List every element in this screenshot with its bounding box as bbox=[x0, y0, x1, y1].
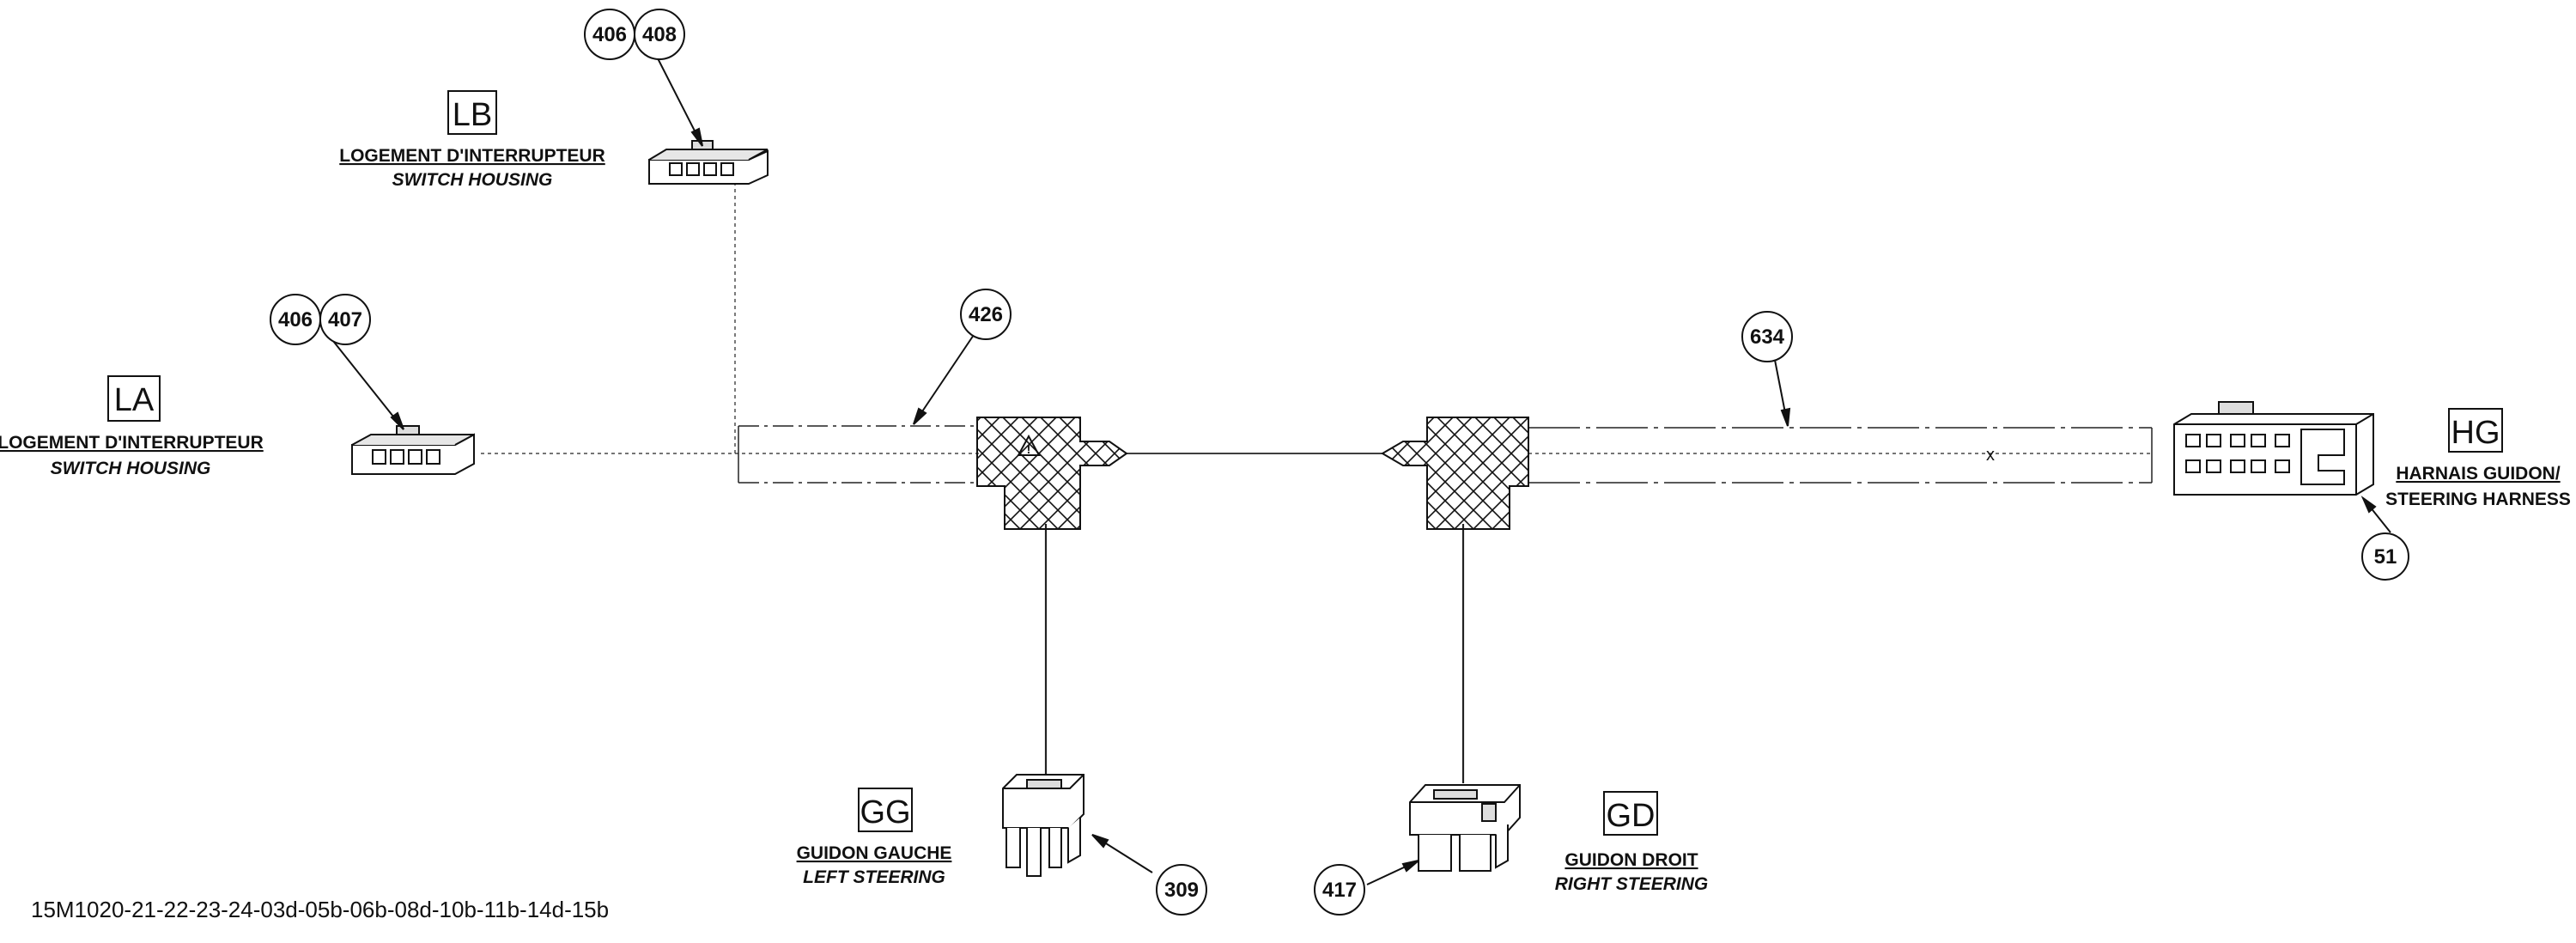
callout-408-circle bbox=[634, 9, 685, 60]
callout-426-circle bbox=[960, 289, 1012, 340]
callout-426: 426 bbox=[969, 303, 1003, 326]
connector-gg-shape bbox=[1002, 774, 1084, 877]
callout-407-circle bbox=[319, 294, 371, 345]
callout-634-circle bbox=[1741, 311, 1793, 362]
code-gg: GG bbox=[860, 794, 910, 830]
label-hg-en: STEERING HARNESS bbox=[2385, 490, 2571, 509]
connector-hg-shape bbox=[2173, 401, 2374, 496]
junction-right bbox=[1381, 417, 1529, 530]
label-gg-fr: GUIDON GAUCHE bbox=[797, 843, 952, 863]
code-gd: GD bbox=[1607, 798, 1656, 834]
leader-lines bbox=[329, 58, 2391, 885]
connector-gd-shape bbox=[1409, 784, 1521, 872]
code-box-gg bbox=[858, 788, 913, 832]
label-gd-en: RIGHT STEERING bbox=[1555, 874, 1709, 894]
callout-309: 309 bbox=[1164, 879, 1199, 902]
drawing-code: 15M1020-21-22-23-24-03d-05b-06b-08d-10b-… bbox=[31, 897, 609, 922]
label-lb-en: SWITCH HOUSING bbox=[392, 170, 553, 190]
callout-406-top: 406 bbox=[592, 23, 627, 46]
label-hg-fr: HARNAIS GUIDON/ bbox=[2396, 464, 2561, 484]
code-box-gd bbox=[1603, 791, 1658, 836]
warning-icon bbox=[1017, 434, 1041, 456]
callout-407: 407 bbox=[328, 308, 362, 332]
callout-634: 634 bbox=[1750, 325, 1785, 349]
label-gd-fr: GUIDON DROIT bbox=[1564, 850, 1698, 870]
callout-309-circle bbox=[1156, 864, 1207, 916]
warning-mark: ! bbox=[1027, 442, 1031, 456]
callout-417-circle bbox=[1314, 864, 1365, 916]
code-la: LA bbox=[114, 382, 155, 418]
code-lb: LB bbox=[453, 97, 492, 133]
label-gg-en: LEFT STEERING bbox=[803, 867, 945, 887]
connector-lb-shape bbox=[648, 140, 769, 185]
code-box-lb bbox=[447, 90, 497, 135]
connector-la-shape bbox=[351, 425, 475, 475]
code-box-la bbox=[107, 375, 161, 422]
label-lb-fr: LOGEMENT D'INTERRUPTEUR bbox=[339, 146, 605, 166]
callout-51-circle bbox=[2361, 532, 2409, 581]
harness-lines bbox=[481, 182, 2153, 783]
label-la-en: SWITCH HOUSING bbox=[51, 459, 211, 478]
code-hg: HG bbox=[2451, 415, 2500, 451]
junction-left: ! bbox=[976, 417, 1128, 530]
harness-x-mark: x bbox=[1986, 446, 1995, 465]
callout-417: 417 bbox=[1322, 879, 1357, 902]
label-la-fr: LOGEMENT D'INTERRUPTEUR bbox=[0, 433, 264, 453]
callout-408: 408 bbox=[642, 23, 677, 46]
callouts bbox=[270, 9, 2409, 916]
callout-51: 51 bbox=[2374, 545, 2397, 569]
callout-406-left: 406 bbox=[278, 308, 313, 332]
code-box-hg bbox=[2448, 408, 2503, 453]
